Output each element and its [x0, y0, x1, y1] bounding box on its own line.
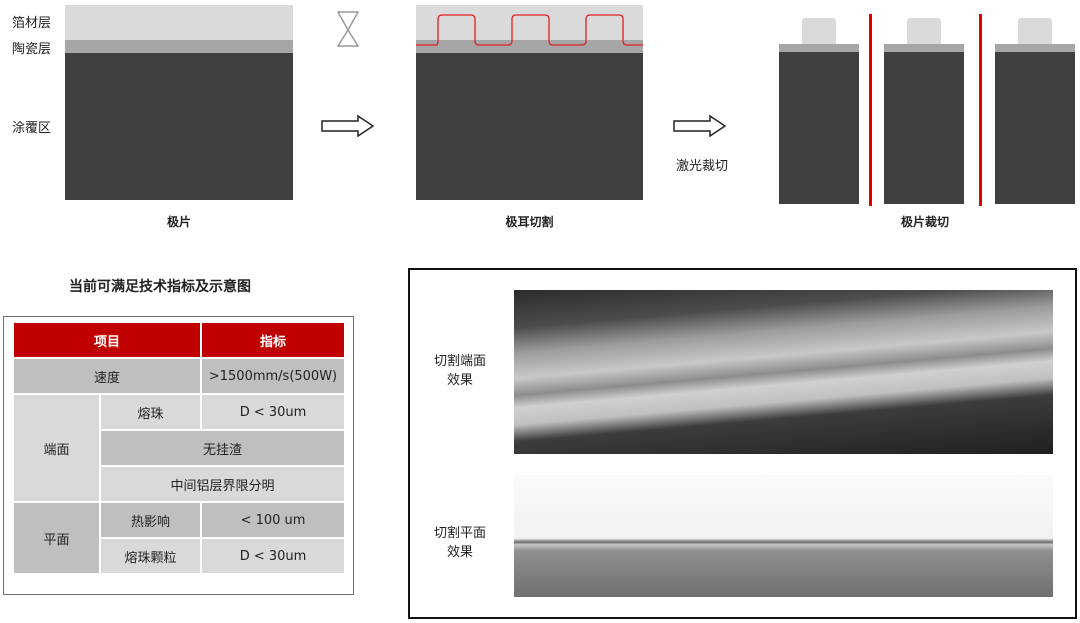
header-spec: 指标: [202, 323, 344, 357]
coating-area-label: 涂覆区: [12, 121, 52, 136]
bead-value: D < 30um: [202, 395, 344, 429]
ceramic-layer-label: 陶瓷层: [12, 42, 52, 57]
foil-layer-label: 箔材层: [12, 16, 52, 31]
photo-panel: [408, 268, 1077, 619]
spec-table-title: 当前可满足技术指标及示意图: [69, 279, 251, 295]
plane-photo: [514, 475, 1053, 597]
electrode-sheet: [65, 5, 293, 200]
tab-cut-sheet: [416, 5, 643, 200]
end-face-photo: [514, 290, 1053, 454]
end-face-group: 端面: [14, 395, 99, 501]
particles-value: D < 30um: [202, 539, 344, 573]
laser-focus-icon: [336, 11, 360, 47]
stage1-caption: 极片: [166, 215, 191, 229]
haz-item: 热影响: [101, 503, 200, 537]
speed-item: 速度: [14, 359, 200, 393]
cut-sheet-2: [884, 18, 964, 204]
cut-sheet-3: [995, 18, 1075, 204]
no-slag-item: 无挂渣: [101, 431, 344, 465]
stage3-caption: 极片裁切: [900, 215, 949, 229]
particles-item: 熔珠颗粒: [101, 539, 200, 573]
cut-line: [869, 14, 872, 206]
haz-value: < 100 um: [202, 503, 344, 537]
plane-label: 切割平面 效果: [433, 526, 486, 560]
end-face-label: 切割端面 效果: [433, 354, 486, 388]
layers-item: 中间铝层界限分明: [101, 467, 344, 501]
header-item: 项目: [14, 323, 200, 357]
arrow-right-icon: [321, 114, 375, 138]
plane-group: 平面: [14, 503, 99, 573]
laser-cut-path: [416, 14, 643, 46]
arrow-right-icon: [673, 114, 727, 138]
cut-line: [979, 14, 982, 206]
bead-item: 熔珠: [101, 395, 200, 429]
stage2-caption: 极耳切割: [505, 215, 554, 229]
cut-sheet-1: [779, 18, 859, 204]
laser-cutting-label: 激光裁切: [676, 159, 729, 174]
speed-value: >1500mm/s(500W): [202, 359, 344, 393]
